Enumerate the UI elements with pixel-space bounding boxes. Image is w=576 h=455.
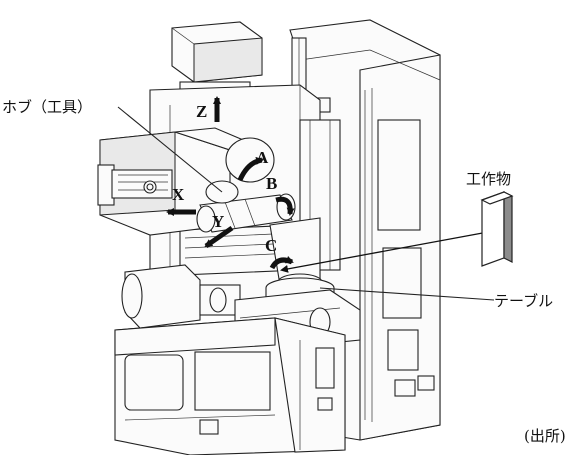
label-y: Y — [212, 212, 224, 231]
a-rotation-arrow — [237, 156, 264, 182]
front-motor — [121, 264, 241, 329]
hob-arbor — [196, 137, 296, 233]
y-axis-arrow — [204, 225, 234, 249]
table-leader-line — [319, 287, 495, 301]
label-x: X — [172, 185, 185, 204]
b-rotation-arrow — [275, 196, 295, 216]
hob-leader-line — [117, 106, 223, 193]
workpiece-leader-line — [280, 231, 489, 273]
axis-indicators — [166, 96, 295, 270]
hob-head — [97, 127, 257, 236]
base-cabinet — [114, 317, 346, 455]
hob-tool-label: ホブ（工具） — [2, 98, 92, 116]
workpiece-block — [480, 191, 514, 267]
label-z: Z — [196, 102, 207, 121]
source-label: (出所) — [524, 427, 566, 445]
table-label: テーブル — [494, 292, 553, 310]
label-c: C — [265, 236, 277, 255]
machine-illustration — [97, 19, 441, 455]
c-rotation-arrow — [269, 255, 294, 270]
label-b: B — [266, 174, 277, 193]
workpiece-label: 工作物 — [466, 170, 511, 188]
label-a: A — [256, 148, 269, 167]
